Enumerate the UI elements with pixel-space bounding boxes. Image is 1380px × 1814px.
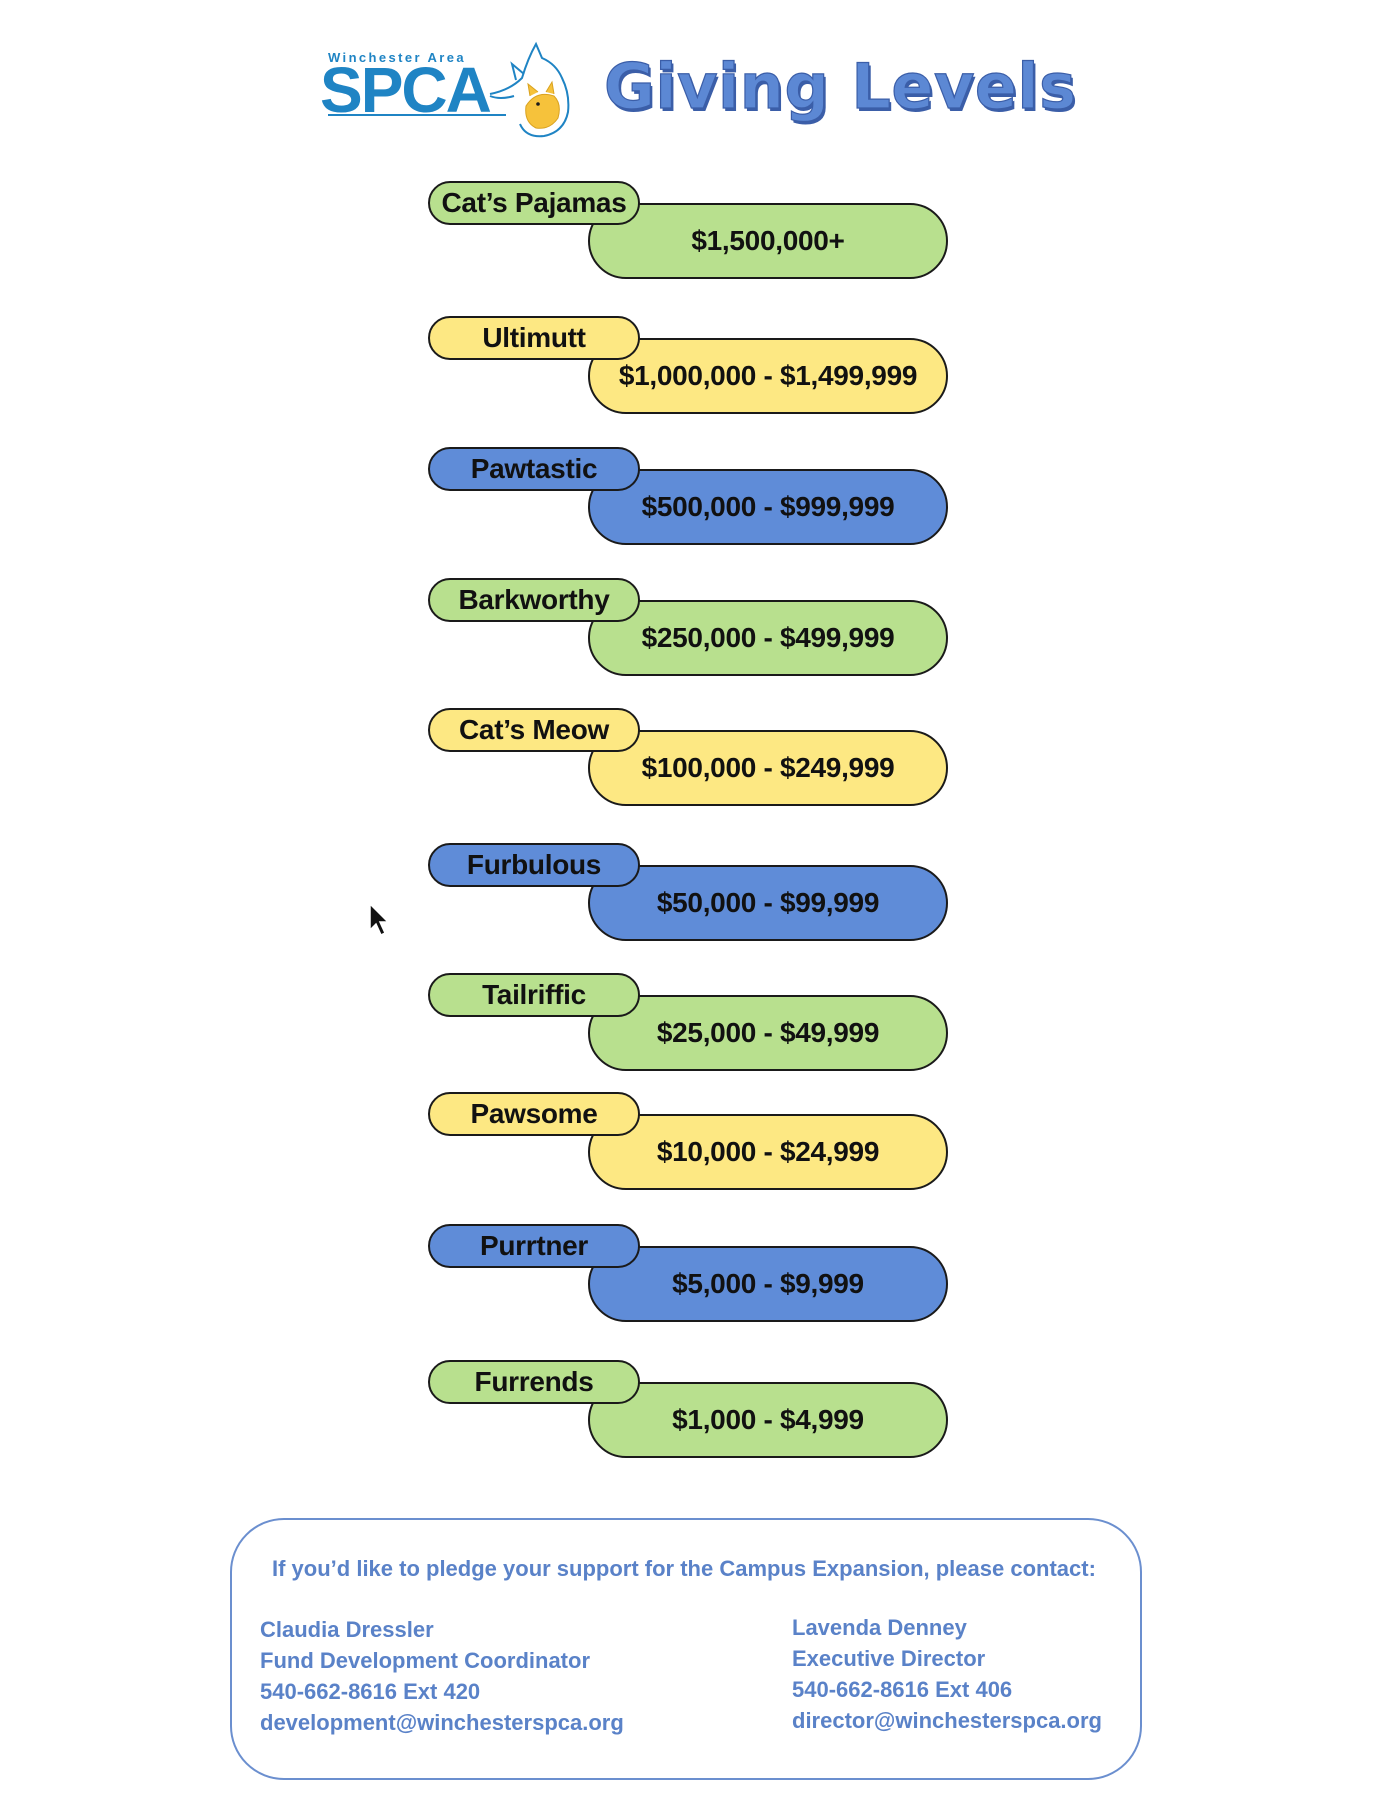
- contact-intro: If you’d like to pledge your support for…: [272, 1556, 1096, 1581]
- level-amount: $500,000 - $999,999: [588, 469, 948, 545]
- logo-wordmark: SPCA: [320, 54, 492, 126]
- level-name: Purrtner: [428, 1224, 640, 1268]
- logo-underline: [328, 114, 506, 116]
- level-name: Pawtastic: [428, 447, 640, 491]
- logo-subtitle: Winchester Area: [328, 50, 466, 65]
- level-name: Furrends: [428, 1360, 640, 1404]
- level-name: Ultimutt: [428, 316, 640, 360]
- level-name: Cat’s Pajamas: [428, 181, 640, 225]
- contact-right: Lavenda Denney Executive Director 540-66…: [792, 1612, 1102, 1736]
- contact-left-email[interactable]: development@winchesterspca.org: [260, 1710, 624, 1735]
- level-amount: $1,000,000 - $1,499,999: [588, 338, 948, 414]
- spca-logo: Winchester Area SPCA: [320, 30, 590, 140]
- contact-right-title: Executive Director: [792, 1646, 986, 1671]
- contact-left-title: Fund Development Coordinator: [260, 1648, 590, 1673]
- level-name: Cat’s Meow: [428, 708, 640, 752]
- level-amount: $25,000 - $49,999: [588, 995, 948, 1071]
- level-amount: $5,000 - $9,999: [588, 1246, 948, 1322]
- giving-level-row: $1,500,000+Cat’s Pajamas: [428, 181, 948, 291]
- level-amount: $100,000 - $249,999: [588, 730, 948, 806]
- page-title: Giving Levels: [603, 49, 1077, 123]
- contact-box: If you’d like to pledge your support for…: [230, 1518, 1142, 1780]
- level-amount: $1,500,000+: [588, 203, 948, 279]
- level-name: Pawsome: [428, 1092, 640, 1136]
- page-header: Winchester Area SPCA Giving Levels: [320, 30, 1080, 150]
- contact-right-email[interactable]: director@winchesterspca.org: [792, 1708, 1102, 1733]
- cat-dog-logo-icon: [489, 41, 570, 138]
- mouse-pointer-icon: [369, 902, 390, 937]
- level-name: Barkworthy: [428, 578, 640, 622]
- contact-right-phone: 540-662-8616 Ext 406: [792, 1677, 1013, 1702]
- level-amount: $1,000 - $4,999: [588, 1382, 948, 1458]
- contact-left-phone: 540-662-8616 Ext 420: [260, 1679, 481, 1704]
- contact-left: Claudia Dressler Fund Development Coordi…: [260, 1614, 624, 1738]
- level-name: Furbulous: [428, 843, 640, 887]
- level-name: Tailriffic: [428, 973, 640, 1017]
- level-amount: $50,000 - $99,999: [588, 865, 948, 941]
- level-amount: $10,000 - $24,999: [588, 1114, 948, 1190]
- contact-left-name: Claudia Dressler: [260, 1617, 434, 1642]
- contact-right-name: Lavenda Denney: [792, 1615, 967, 1640]
- level-amount: $250,000 - $499,999: [588, 600, 948, 676]
